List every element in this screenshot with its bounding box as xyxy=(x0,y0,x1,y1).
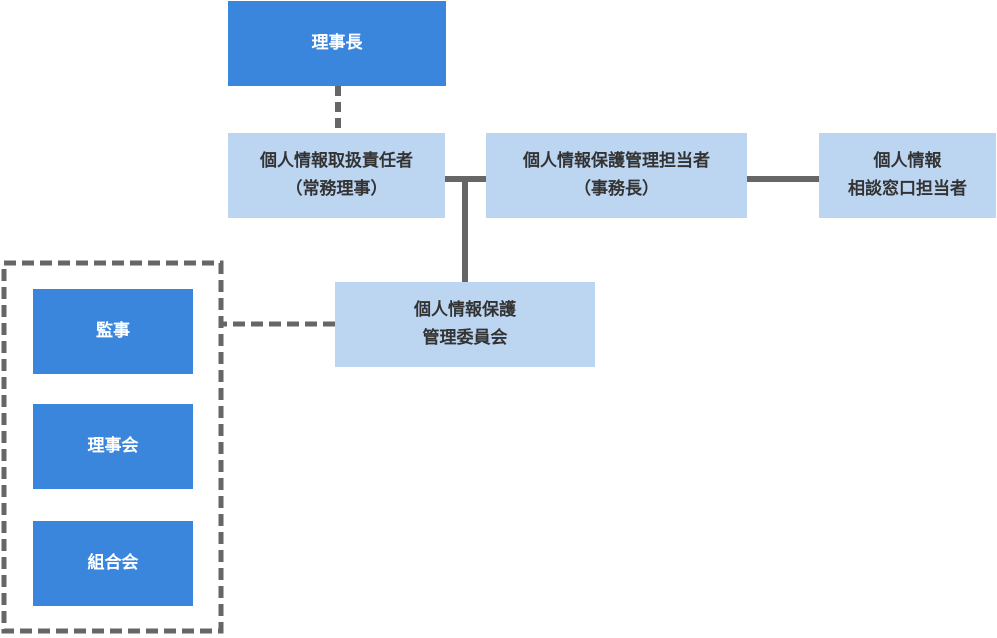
board-of-directors-box: 理事会 xyxy=(33,404,193,489)
consultation-window-line1: 個人情報 xyxy=(873,151,942,172)
oversight-group-frame xyxy=(1,260,224,634)
consultation-window-box: 個人情報 相談窓口担当者 xyxy=(819,133,996,218)
protection-manager-line2: （事務長） xyxy=(574,178,659,199)
union-assembly-label: 組合会 xyxy=(87,552,139,573)
board-of-directors-label: 理事会 xyxy=(87,435,139,456)
responsible-officer-line1: 個人情報取扱責任者 xyxy=(260,151,413,172)
union-assembly-box: 組合会 xyxy=(33,521,193,606)
protection-manager-box: 個人情報保護管理担当者 （事務長） xyxy=(486,133,747,218)
responsible-officer-box: 個人情報取扱責任者 （常務理事） xyxy=(228,133,445,218)
protection-manager-line1: 個人情報保護管理担当者 xyxy=(523,151,710,172)
consultation-window-line2: 相談窓口担当者 xyxy=(848,178,967,199)
chairman-box: 理事長 xyxy=(228,1,446,86)
committee-line1: 個人情報保護 xyxy=(414,300,516,321)
auditor-label: 監事 xyxy=(96,320,130,341)
committee-box: 個人情報保護 管理委員会 xyxy=(335,282,595,367)
responsible-officer-line2: （常務理事） xyxy=(285,178,388,199)
chairman-label: 理事長 xyxy=(311,32,363,53)
auditor-box: 監事 xyxy=(33,289,193,374)
committee-line2: 管理委員会 xyxy=(422,327,508,348)
